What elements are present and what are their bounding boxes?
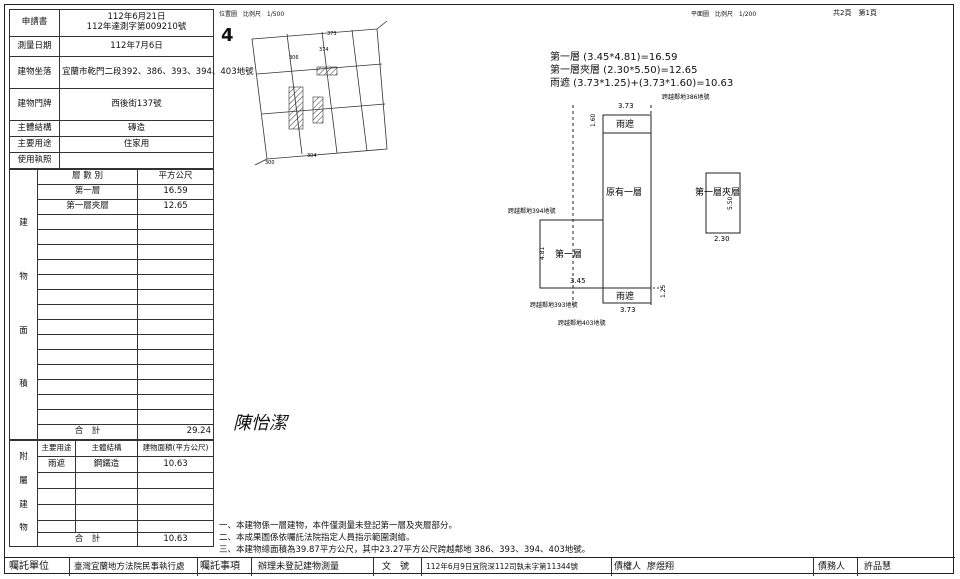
col-struct: 主體結構 bbox=[75, 440, 138, 457]
parcel-number: 300 bbox=[265, 160, 275, 166]
header-table: 申請書 112年6月21日 112年達測字第009210號 測量日期 112年7… bbox=[9, 9, 254, 169]
doc-label: 文 號 bbox=[373, 558, 428, 576]
info-panel: 申請書 112年6月21日 112年達測字第009210號 測量日期 112年7… bbox=[9, 9, 254, 557]
location-map: 374 373 306 304 300 bbox=[251, 20, 388, 166]
structure-label: 主體結構 bbox=[9, 120, 60, 137]
mezzanine-outline bbox=[705, 172, 741, 234]
license-label: 使用執照 bbox=[9, 152, 60, 169]
survey-date-label: 測量日期 bbox=[9, 36, 60, 57]
calc-line: 雨遮 (3.73*1.25)+(3.73*1.60)=10.63 bbox=[550, 78, 734, 89]
annex-total-value: 10.63 bbox=[137, 532, 214, 547]
use-label: 主要用途 bbox=[9, 136, 60, 153]
location-value: 宜蘭市乾門二段392、386、393、394、403地號 bbox=[59, 56, 254, 89]
creditor-label: 債權人 bbox=[611, 558, 648, 576]
applicant-label: 申請書 bbox=[9, 9, 60, 37]
north-mark: 4 bbox=[221, 25, 234, 46]
door-label: 建物門牌 bbox=[9, 88, 60, 121]
debtor-label: 債務人 bbox=[813, 558, 858, 576]
use-value: 住家用 bbox=[59, 136, 214, 153]
calc-line: 第一層 (3.45*4.81)=16.59 bbox=[550, 52, 678, 63]
dim-top-width: 3.73 bbox=[618, 102, 634, 110]
col-sqm: 平方公尺 bbox=[137, 169, 214, 185]
structure-value: 磚造 bbox=[59, 120, 214, 137]
creditor-value: 廖煜翔 bbox=[647, 562, 675, 572]
location-label: 建物坐落 bbox=[9, 56, 60, 89]
surveyor-signature: 陳怡潔 bbox=[233, 413, 287, 434]
dim-mezz-width: 2.30 bbox=[714, 235, 730, 243]
entrust-unit-value: 臺灣宜蘭地方法院民事執行處 bbox=[69, 558, 198, 576]
dim-mezz-height: 5.50 bbox=[727, 196, 734, 210]
survey-sheet: 申請書 112年6月21日 112年達測字第009210號 測量日期 112年7… bbox=[4, 4, 955, 576]
existing-label: 原有一層 bbox=[606, 186, 642, 198]
col-layer: 層 數 別 bbox=[37, 169, 138, 185]
col-use: 主要用途 bbox=[37, 440, 76, 457]
applicant-date: 112年6月21日 bbox=[107, 12, 166, 23]
applicant-cell: 112年6月21日 112年達測字第009210號 bbox=[59, 9, 214, 37]
annex-side-label: 附 屬 建 物 bbox=[9, 440, 38, 547]
parcel-number: 304 bbox=[307, 153, 317, 159]
doc-value: 112年6月9日宜院深112司執未字第11344號 bbox=[421, 558, 612, 576]
area-total-row: 合 計 29.24 bbox=[10, 424, 214, 440]
parcel-number: 306 bbox=[289, 55, 299, 61]
building-hatch bbox=[288, 86, 304, 130]
dim-first-height: 4.81 bbox=[539, 246, 546, 260]
table-row: 第一層 16.59 bbox=[10, 184, 214, 200]
cross-394-label: 跨越鄰地394地號 bbox=[508, 207, 555, 215]
building-hatch bbox=[316, 66, 338, 76]
dim-bottom-height: 1.25 bbox=[660, 284, 667, 298]
note-line: 二、本成果圖係依囑託法院指定人員指示範圍測繪。 bbox=[219, 533, 415, 543]
building-hatch bbox=[312, 96, 324, 124]
debtor-value: 許品慧 bbox=[857, 558, 944, 576]
area-side-label: 建 物 面 積 bbox=[9, 169, 38, 440]
annex-total-row: 合 計 10.63 bbox=[10, 532, 214, 547]
note-line: 一、本建物係一層建物，本件僅測量未登記第一層及夾層部分。 bbox=[219, 521, 458, 531]
location-map-title: 位置圖 比例尺 1/500 bbox=[219, 11, 285, 18]
page-info: 共2頁 第1頁 bbox=[833, 9, 877, 17]
col-area: 建物面積(平方公尺) bbox=[137, 440, 214, 457]
footer-bar: 囑託單位 臺灣宜蘭地方法院民事執行處 囑託事項 辦理未登記建物測量 文 號 11… bbox=[5, 557, 955, 576]
parcel-number: 374 bbox=[319, 47, 329, 53]
area-table: 建 物 面 積 層 數 別 平方公尺 第一層 16.59 第一層夾層 12.65 bbox=[9, 169, 214, 440]
dim-bottom-width: 3.73 bbox=[620, 306, 636, 314]
area-total-value: 29.24 bbox=[137, 424, 214, 440]
dim-top-height: 1.60 bbox=[590, 113, 597, 127]
calc-line: 第一層夾層 (2.30*5.50)=12.65 bbox=[550, 65, 698, 76]
floor-plan: 3.73 1.60 雨遮 原有一層 第一層 4.81 3.45 雨遮 3.73 … bbox=[508, 93, 741, 327]
first-floor-label: 第一層 bbox=[555, 248, 582, 260]
canopy-bottom-label: 雨遮 bbox=[616, 290, 634, 302]
entrust-item-value: 辦理未登記建物測量 bbox=[251, 558, 378, 576]
cross-403-label: 跨越鄰地403地號 bbox=[558, 319, 605, 327]
dim-first-width: 3.45 bbox=[570, 277, 586, 285]
annex-total-label: 合 計 bbox=[37, 532, 138, 547]
area-total-label: 合 計 bbox=[37, 424, 138, 440]
plan-title: 平面圖 比例尺 1/200 bbox=[691, 11, 757, 18]
entrust-unit-label: 囑託單位 bbox=[9, 561, 49, 572]
entrust-item-label: 囑託事項 bbox=[197, 558, 252, 576]
parcel-number: 373 bbox=[327, 31, 337, 37]
annex-table: 附 屬 建 物 主要用途 主體結構 建物面積(平方公尺) 雨遮 鋼鐵造 10.6… bbox=[9, 440, 214, 547]
survey-date: 112年7月6日 bbox=[59, 36, 214, 57]
table-row: 雨遮 鋼鐵造 10.63 bbox=[10, 456, 214, 473]
existing-floor-outline bbox=[602, 132, 652, 289]
parcel-lines bbox=[251, 20, 388, 166]
table-row: 第一層夾層 12.65 bbox=[10, 199, 214, 215]
applicant-no: 112年達測字第009210號 bbox=[86, 22, 187, 32]
note-line: 三、本建物總面積為39.87平方公尺，其中23.27平方公尺跨越鄰地 386、3… bbox=[219, 545, 591, 555]
cross-393-label: 跨越鄰地393地號 bbox=[530, 301, 577, 309]
cross-386-label: 跨越鄰地386地號 bbox=[662, 93, 709, 101]
mezzanine-label: 第一層夾層 bbox=[695, 186, 740, 198]
first-floor-outline bbox=[539, 219, 604, 289]
door-value: 西後街137號 bbox=[59, 88, 214, 121]
canopy-top-label: 雨遮 bbox=[616, 118, 634, 130]
license-value bbox=[59, 152, 214, 169]
